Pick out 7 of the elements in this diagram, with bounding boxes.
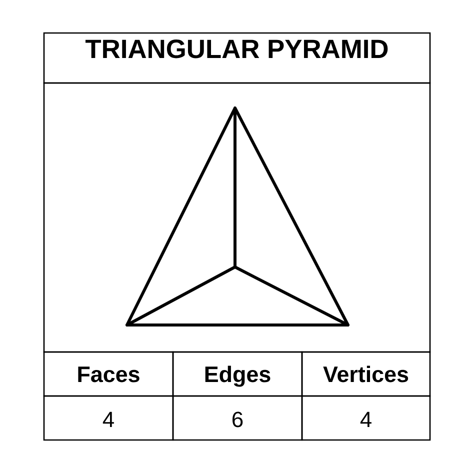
table-header-cell: Vertices — [301, 351, 431, 397]
table-header-cell: Edges — [172, 351, 303, 397]
table-cell: 4 — [301, 395, 431, 441]
title: TRIANGULAR PYRAMID — [43, 32, 431, 84]
table-header-cell: Faces — [43, 351, 174, 397]
table-cell: 4 — [43, 395, 174, 441]
table-cell: 6 — [172, 395, 303, 441]
